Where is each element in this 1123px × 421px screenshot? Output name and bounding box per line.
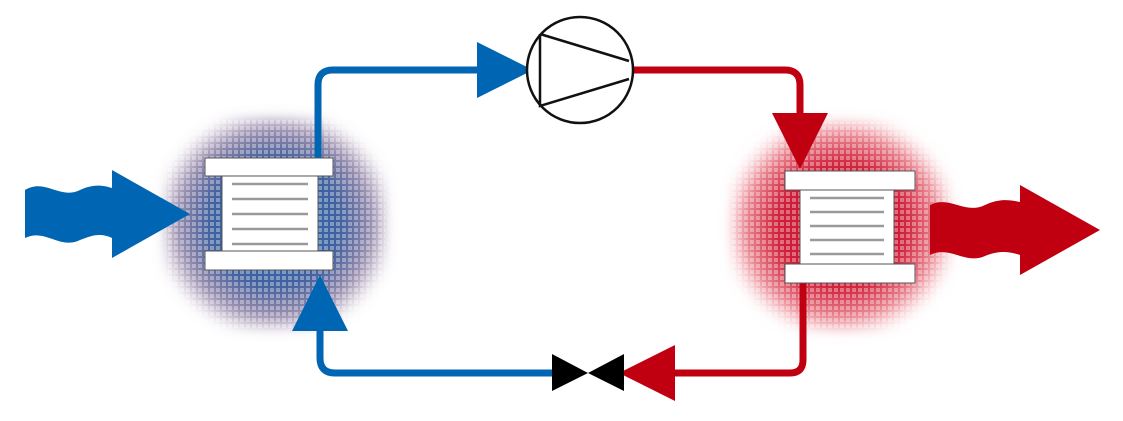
condenser	[784, 170, 916, 284]
expansion-valve-icon	[552, 354, 624, 391]
expansion-line	[292, 275, 553, 377]
liquid-line	[619, 283, 807, 401]
suction-line	[314, 42, 533, 158]
compressor	[525, 15, 635, 125]
evaporator	[204, 157, 334, 271]
heat-input-arrow	[25, 170, 190, 258]
discharge-line	[632, 66, 828, 169]
heat-output-arrow	[930, 185, 1100, 275]
